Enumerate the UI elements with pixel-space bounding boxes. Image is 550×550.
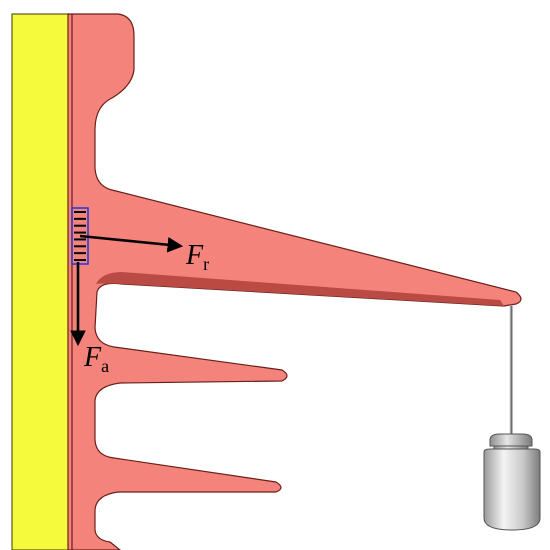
- axial-force-label: Fa: [83, 342, 109, 376]
- hanging-weight: [483, 433, 541, 531]
- shed-shadow: [96, 272, 504, 306]
- pole: [11, 13, 69, 550]
- weight-body: [483, 448, 541, 531]
- radial-force-arrow: [79, 234, 184, 253]
- weight-cap: [489, 433, 533, 447]
- radial-force: Fr: [79, 234, 209, 274]
- axial-force: Fa: [70, 262, 109, 376]
- radial-force-label: Fr: [185, 240, 209, 274]
- insulator-body: [67, 13, 522, 550]
